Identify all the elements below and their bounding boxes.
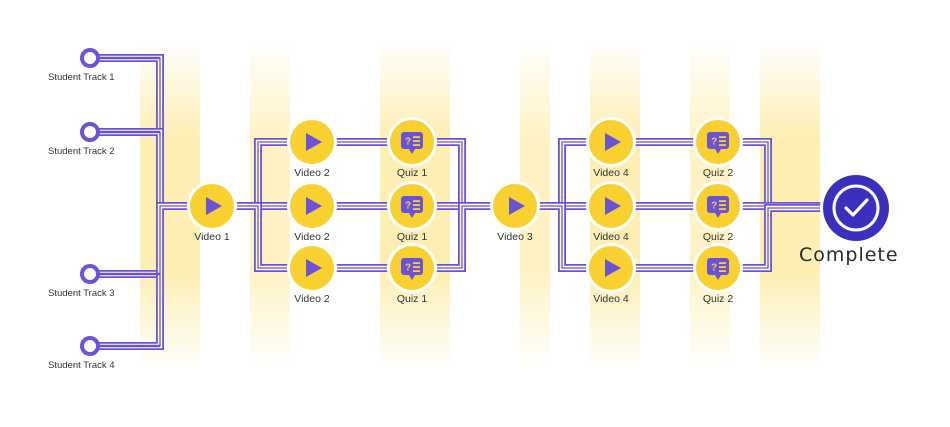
video-2-mid-label: Video 2 <box>294 231 330 243</box>
student-track-label: Student Track 1 <box>48 72 115 83</box>
video-node <box>287 181 337 231</box>
track-start-marker <box>80 48 100 68</box>
quiz-2-top-label: Quiz 2 <box>702 167 734 179</box>
chat-bubble-tail <box>715 149 721 154</box>
complete-node-inner-ring <box>832 184 880 232</box>
list-line-glyph <box>719 270 726 272</box>
quiz-2-bot-label: Quiz 2 <box>702 293 734 305</box>
video-4-top-label: Video 4 <box>593 167 629 179</box>
video-node <box>586 117 636 167</box>
video-node <box>490 181 540 231</box>
list-line-glyph <box>719 262 726 264</box>
list-line-glyph <box>413 136 420 138</box>
list-line-glyph <box>413 266 420 268</box>
quiz-chat-icon: ? <box>707 132 729 154</box>
quiz-2-mid-label: Quiz 2 <box>702 231 734 243</box>
quiz-chat-icon: ? <box>401 258 423 280</box>
student-track-label: Student Track 2 <box>48 146 115 157</box>
quiz-node: ? <box>693 243 743 293</box>
checkmark-icon <box>844 198 869 217</box>
list-line-glyph <box>719 144 726 146</box>
chat-bubble-tail <box>409 275 415 280</box>
play-icon <box>306 259 322 277</box>
list-line-glyph <box>413 262 420 264</box>
play-icon <box>206 197 222 215</box>
list-line-glyph <box>413 140 420 142</box>
list-line-glyph <box>719 204 726 206</box>
quiz-node: ? <box>693 181 743 231</box>
video-node <box>586 181 636 231</box>
chat-bubble-tail <box>715 213 721 218</box>
list-line-glyph <box>413 208 420 210</box>
question-mark-glyph: ? <box>405 137 411 148</box>
complete-label: Complete <box>799 244 899 266</box>
list-line-glyph <box>413 204 420 206</box>
quiz-node: ? <box>693 117 743 167</box>
chat-bubble-tail <box>715 275 721 280</box>
chat-bubble-tail <box>409 213 415 218</box>
video-node <box>586 243 636 293</box>
quiz-chat-icon: ? <box>401 132 423 154</box>
play-icon <box>306 197 322 215</box>
play-icon <box>605 259 621 277</box>
play-icon <box>509 197 525 215</box>
play-icon <box>605 197 621 215</box>
list-line-glyph <box>413 144 420 146</box>
video-4-bot-label: Video 4 <box>593 293 629 305</box>
quiz-node: ? <box>387 117 437 167</box>
list-line-glyph <box>413 200 420 202</box>
track-start-marker <box>80 264 100 284</box>
play-icon <box>306 133 322 151</box>
list-line-glyph <box>719 200 726 202</box>
video-2-top-label: Video 2 <box>294 167 330 179</box>
question-mark-glyph: ? <box>711 263 717 274</box>
track-start-marker <box>80 122 100 142</box>
video-1-label: Video 1 <box>194 231 230 243</box>
list-line-glyph <box>413 270 420 272</box>
video-3-label: Video 3 <box>497 231 533 243</box>
question-mark-glyph: ? <box>405 263 411 274</box>
track-start-marker <box>80 336 100 356</box>
chat-bubble-tail <box>409 149 415 154</box>
complete-node <box>820 172 892 244</box>
video-node <box>287 243 337 293</box>
quiz-node: ? <box>387 243 437 293</box>
video-4-mid-label: Video 4 <box>593 231 629 243</box>
list-line-glyph <box>719 140 726 142</box>
play-icon <box>605 133 621 151</box>
list-line-glyph <box>719 266 726 268</box>
list-line-glyph <box>719 208 726 210</box>
quiz-node: ? <box>387 181 437 231</box>
video-node <box>187 181 237 231</box>
question-mark-glyph: ? <box>711 201 717 212</box>
quiz-chat-icon: ? <box>707 196 729 218</box>
question-mark-glyph: ? <box>711 137 717 148</box>
video-node <box>287 117 337 167</box>
quiz-chat-icon: ? <box>401 196 423 218</box>
question-mark-glyph: ? <box>405 201 411 212</box>
quiz-1-top-label: Quiz 1 <box>396 167 428 179</box>
quiz-chat-icon: ? <box>707 258 729 280</box>
video-2-bot-label: Video 2 <box>294 293 330 305</box>
student-track-label: Student Track 4 <box>48 360 115 371</box>
list-line-glyph <box>719 136 726 138</box>
student-track-label: Student Track 3 <box>48 288 115 299</box>
quiz-1-mid-label: Quiz 1 <box>396 231 428 243</box>
quiz-1-bot-label: Quiz 1 <box>396 293 428 305</box>
